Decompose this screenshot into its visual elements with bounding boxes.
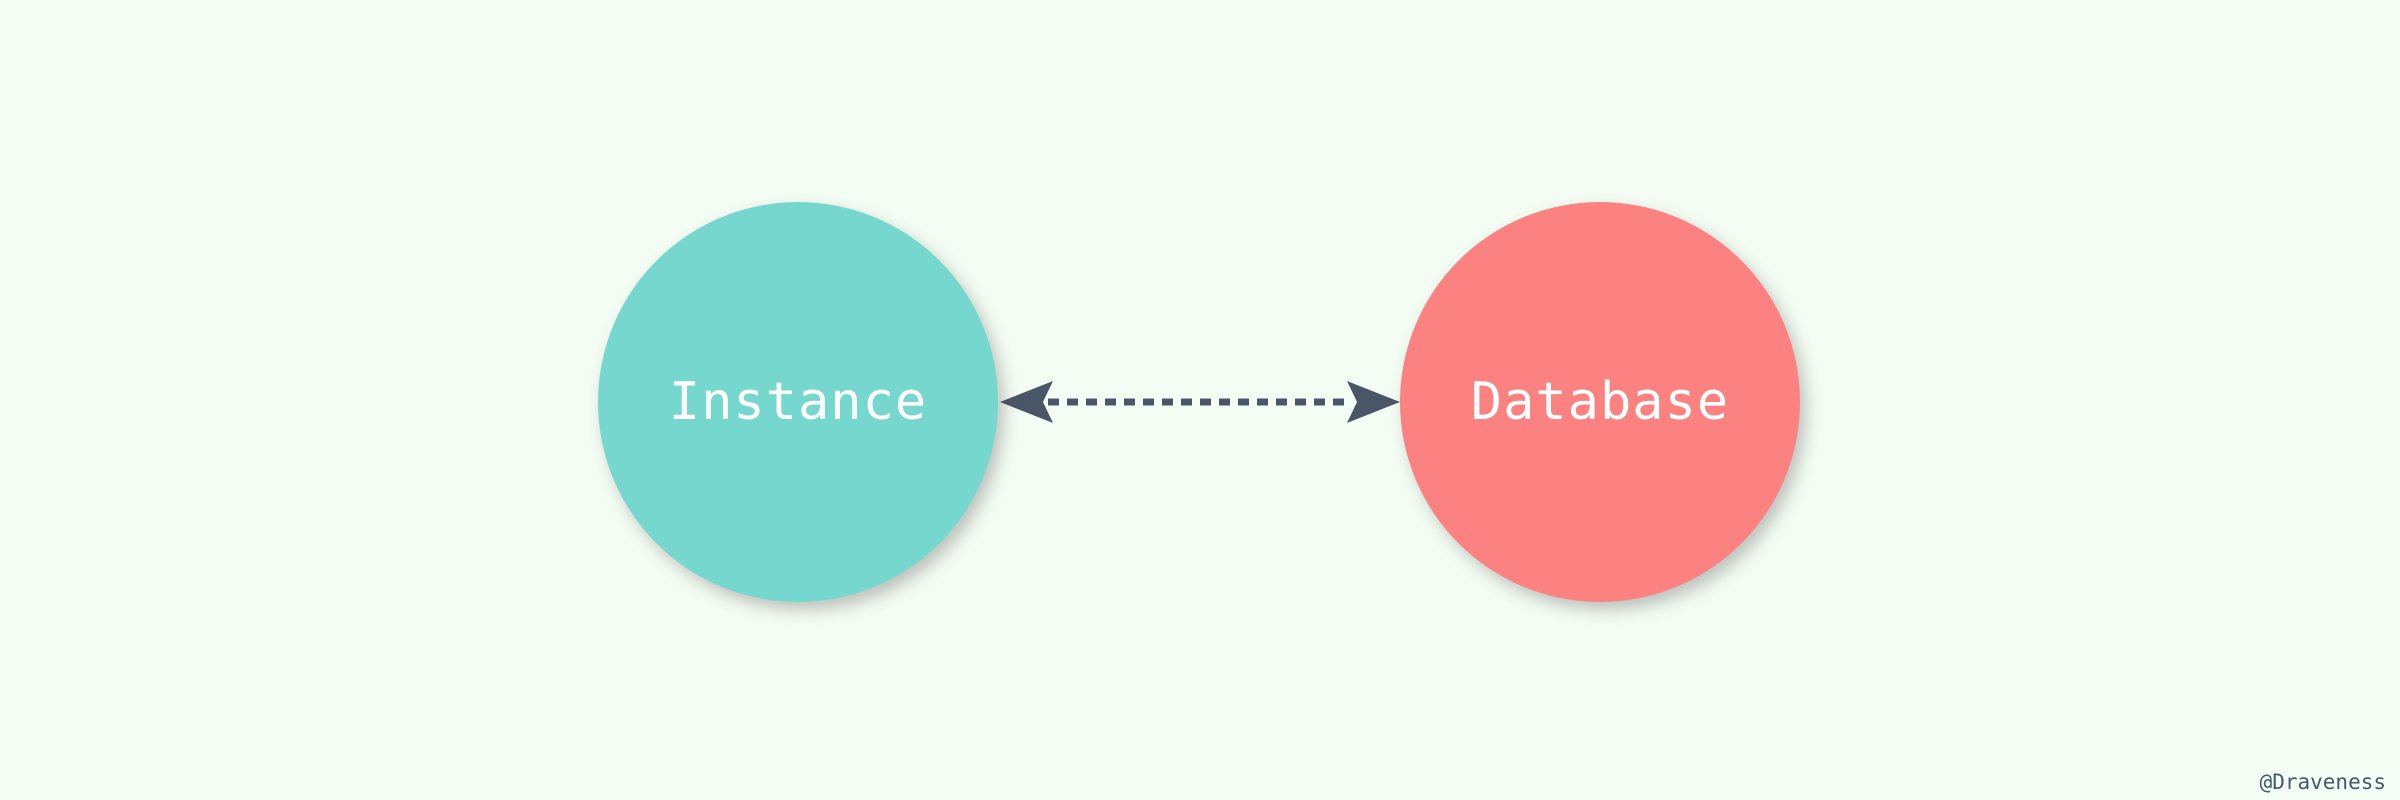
node-instance-label: Instance <box>668 372 928 432</box>
arrowhead-left-icon <box>1000 381 1053 423</box>
node-instance[interactable]: Instance <box>598 202 998 602</box>
node-database[interactable]: Database <box>1400 202 1800 602</box>
edge-instance-database <box>1000 381 1400 423</box>
node-database-label: Database <box>1470 372 1730 432</box>
arrowhead-right-icon <box>1347 381 1400 423</box>
watermark-credit: @Draveness <box>2259 770 2386 794</box>
